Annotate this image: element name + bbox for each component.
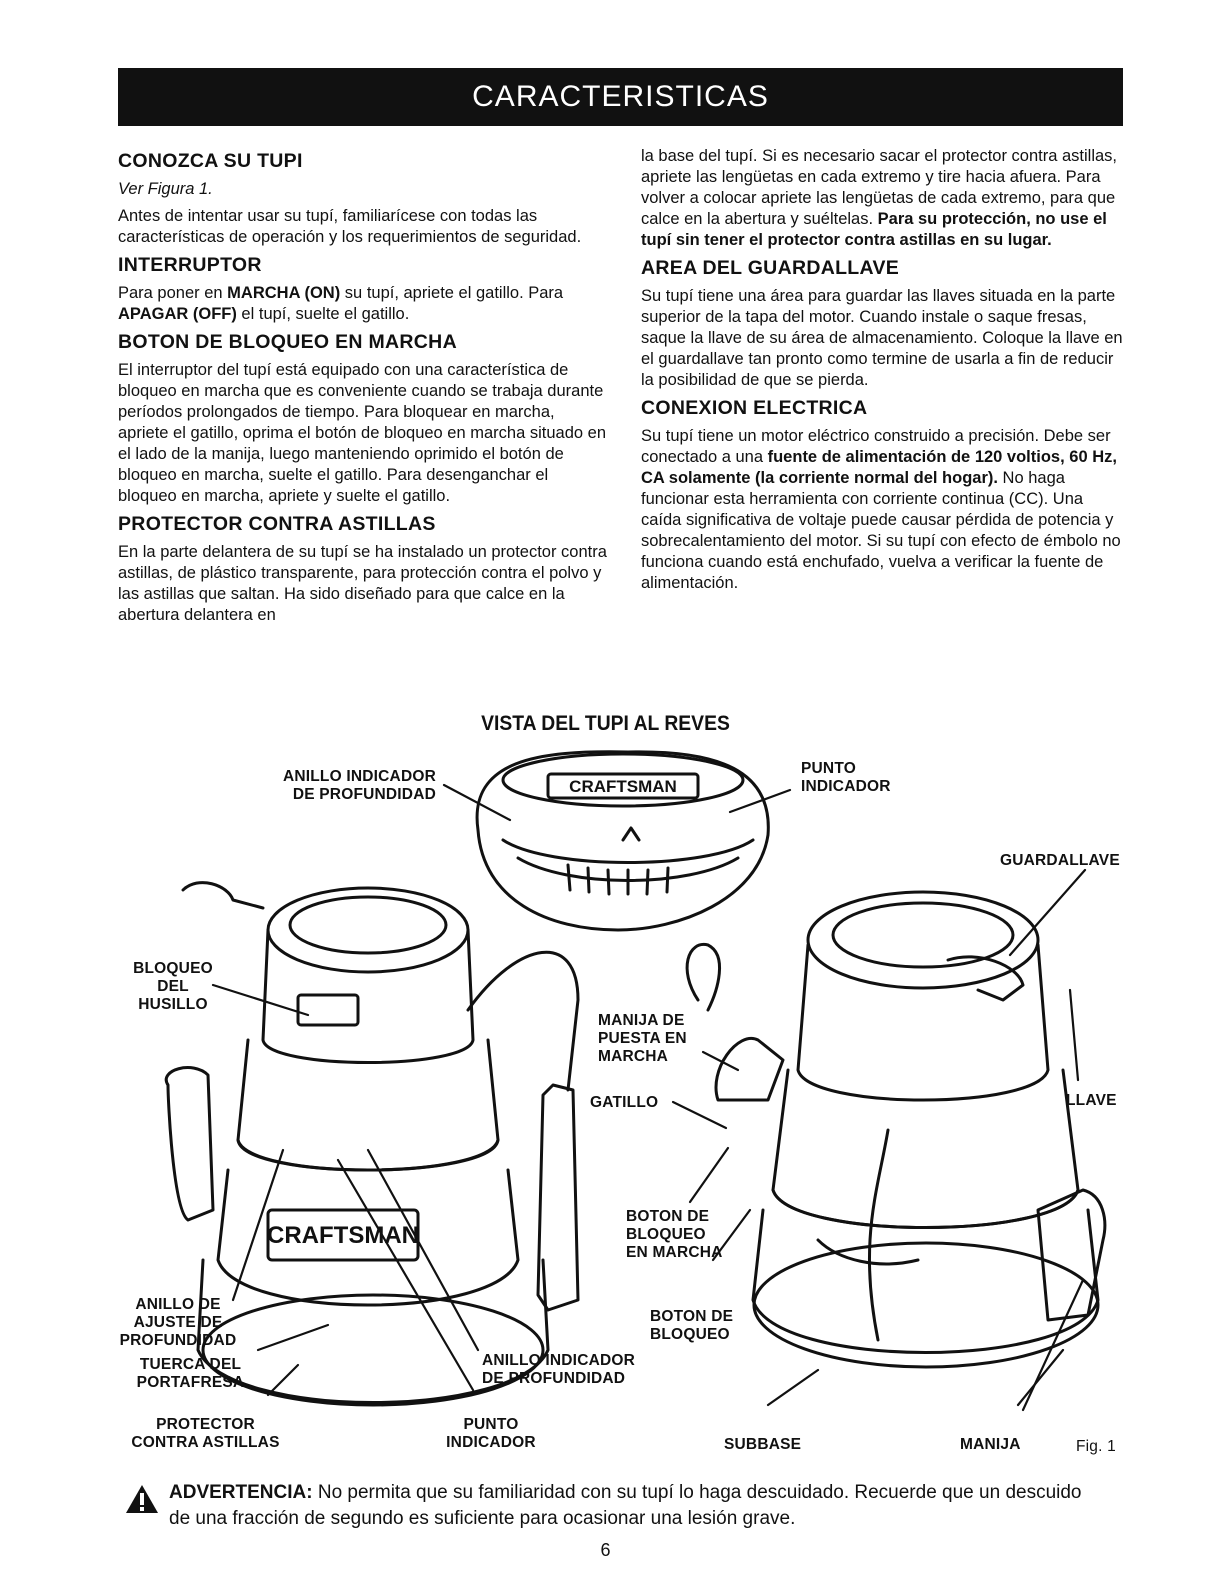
router-illustration: CRAFTSMAN CRAFTSMAN: [164, 750, 1107, 1412]
label-chip-shield: PROTECTOR CONTRA ASTILLAS: [131, 1416, 280, 1451]
para-conexion: Su tupí tiene un motor eléctrico constru…: [641, 426, 1125, 594]
warning-box: ADVERTENCIA: No permita que su familiari…: [125, 1480, 1105, 1532]
router-brand-text: CRAFTSMAN: [267, 1222, 419, 1249]
figure-number: Fig. 1: [1076, 1438, 1116, 1455]
router-left: CRAFTSMAN: [164, 881, 580, 1407]
warning-body: No permita que su familiaridad con su tu…: [169, 1482, 1082, 1529]
heading-conexion: CONEXION ELECTRICA: [641, 397, 868, 419]
text-run: Su tupí tiene un motor eléctrico constru…: [641, 427, 1111, 466]
text-run: la base del tupí. Si es necesario sacar …: [641, 147, 1117, 228]
label-on-handle: MANIJA DE PUESTA EN MARCHA: [598, 1012, 687, 1065]
section-header: CARACTERISTICAS: [118, 68, 1123, 126]
router-right: [685, 890, 1107, 1369]
text-off: APAGAR (OFF): [118, 305, 237, 323]
left-column: CONOZCA SU TUPI Ver Figura 1. Antes de i…: [118, 146, 608, 632]
text-run: el tupí, suelte el gatillo.: [236, 305, 410, 323]
label-collet-nut: TUERCA DEL PORTAFRESA: [136, 1356, 245, 1391]
leader-lines: [211, 783, 1087, 1412]
label-pointer-bottom: PUNTO INDICADOR: [446, 1416, 536, 1451]
heading-guardallave: AREA DEL GUARDALLAVE: [641, 257, 900, 279]
label-trigger: GATILLO: [590, 1094, 659, 1111]
heading-conozca: CONOZCA SU TUPI: [118, 150, 303, 172]
para-boton-bloqueo: El interruptor del tupí está equipado co…: [118, 361, 606, 505]
depth-ring-inset: CRAFTSMAN: [475, 750, 770, 932]
figure-reference: Ver Figura 1.: [118, 180, 213, 198]
warning-text: ADVERTENCIA: No permita que su familiari…: [169, 1480, 1105, 1532]
label-depth-adjust-ring: ANILLO DE AJUSTE DE PROFUNDIDAD: [119, 1296, 237, 1349]
label-subbase: SUBBASE: [724, 1436, 802, 1453]
label-handle: MANIJA: [960, 1436, 1021, 1453]
label-lock-on-button: BOTON DE BLOQUEO EN MARCHA: [626, 1208, 723, 1261]
label-depth-ring-bottom: ANILLO INDICADOR DE PROFUNDIDAD: [482, 1352, 636, 1387]
text-power-spec: fuente de alimentación de 120 voltios, 6…: [641, 448, 1117, 487]
para-guardallave: Su tupí tiene una área para guardar las …: [641, 287, 1123, 389]
label-pointer-top: PUNTO INDICADOR: [801, 760, 891, 795]
text-run: Para poner en: [118, 284, 228, 302]
heading-interruptor: INTERRUPTOR: [118, 254, 262, 276]
label-depth-ring-top: ANILLO INDICADOR DE PROFUNDIDAD: [282, 768, 436, 803]
warning-triangle-icon: [126, 1485, 158, 1513]
para-conozca: Antes de intentar usar su tupí, familiar…: [118, 207, 582, 246]
para-interruptor: Para poner en MARCHA (ON) su tupí, aprie…: [118, 283, 608, 325]
inset-brand-text: CRAFTSMAN: [569, 777, 677, 796]
heading-protector: PROTECTOR CONTRA ASTILLAS: [118, 513, 436, 535]
label-lock-button: BOTON DE BLOQUEO: [650, 1308, 734, 1343]
text-on: MARCHA (ON): [227, 284, 341, 302]
para-protector: En la parte delantera de su tupí se ha i…: [118, 543, 607, 624]
text-run: No haga funcionar esta herramienta con c…: [641, 469, 1121, 592]
text-run: su tupí, apriete el gatillo. Para: [340, 284, 564, 302]
right-column: la base del tupí. Si es necesario sacar …: [641, 146, 1125, 600]
label-spindle-lock: BLOQUEO DEL HUSILLO: [133, 960, 213, 1013]
para-protector-cont: la base del tupí. Si es necesario sacar …: [641, 146, 1125, 251]
text-protection-warning: Para su protección, no use el tupí sin t…: [641, 210, 1107, 249]
heading-boton-bloqueo: BOTON DE BLOQUEO EN MARCHA: [118, 331, 457, 353]
section-title: CARACTERISTICAS: [472, 80, 769, 113]
figure-title: VISTA DEL TUPI AL REVES: [481, 712, 730, 735]
warning-title: ADVERTENCIA:: [169, 1482, 313, 1503]
router-figure: CRAFTSMAN CRAFTSMAN: [118, 740, 1128, 1470]
label-wrench: LLAVE: [1066, 1092, 1117, 1109]
label-wrench-holder: GUARDALLAVE: [1000, 852, 1120, 869]
page-number: 6: [600, 1540, 611, 1560]
